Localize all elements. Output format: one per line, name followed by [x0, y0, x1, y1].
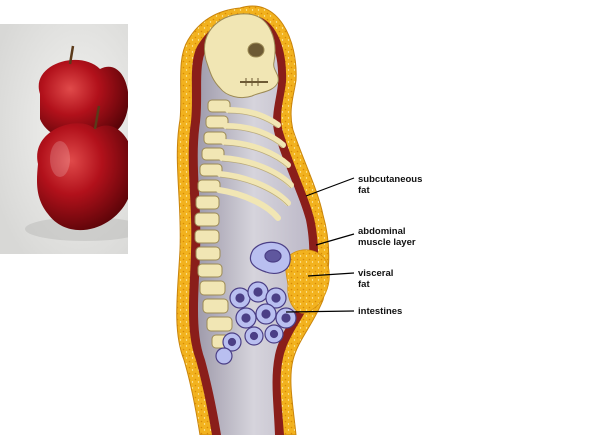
apples-photo — [0, 24, 132, 254]
label-intestines: intestines — [358, 306, 402, 317]
label-visceral-fat: visceral fat — [358, 268, 393, 290]
label-subcutaneous-fat: subcutaneous fat — [358, 174, 422, 196]
label-abdominal-muscle-layer: abdominal muscle layer — [358, 226, 416, 248]
body-cross-section-diagram — [128, 0, 589, 435]
